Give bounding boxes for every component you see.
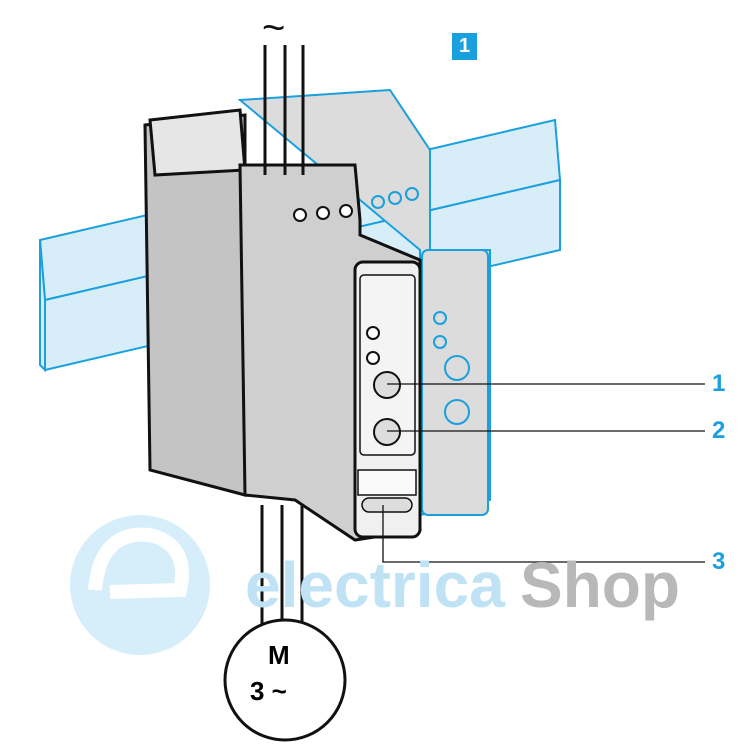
- motor-symbol: [223, 618, 347, 742]
- watermark-text-1: electrica: [245, 549, 505, 621]
- callout-1: 1: [712, 370, 726, 397]
- supply-symbol: ~: [262, 6, 286, 50]
- motor-label: M: [268, 640, 290, 670]
- watermark-text-2: Shop: [520, 549, 680, 621]
- figure-badge: 1: [452, 33, 477, 60]
- control-relay-module: [143, 108, 422, 542]
- callout-2: 2: [712, 417, 726, 444]
- adjacent-module: [237, 88, 491, 517]
- watermark-logo-icon: [70, 515, 210, 655]
- callout-leaders: [382, 383, 705, 563]
- motor-wires: [260, 505, 304, 625]
- callout-3: 3: [712, 548, 726, 575]
- supply-wires: [263, 45, 305, 175]
- motor-phase-label: 3 ~: [250, 676, 287, 706]
